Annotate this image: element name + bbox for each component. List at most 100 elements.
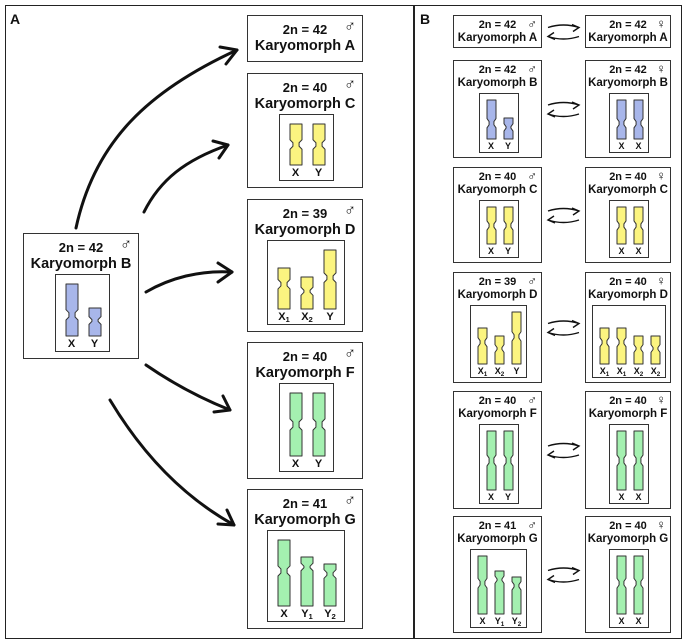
chromosome: [616, 555, 627, 615]
chromosome: [633, 555, 644, 615]
sex-symbol: ♂: [527, 517, 537, 532]
karyomorph-name: Karyomorph C: [457, 184, 538, 196]
chromosome-label: Y: [309, 167, 329, 179]
chromosome-subscript: 2: [517, 621, 522, 628]
chromosome-subscript: 1: [605, 371, 610, 378]
karyomorph-name: Karyomorph B: [588, 77, 668, 89]
chromosome: [650, 335, 661, 365]
sex-symbol: ♂: [344, 345, 356, 362]
chromosome-letter: Y: [504, 141, 511, 151]
panel-b-letter: B: [420, 11, 431, 27]
chromosome-letter: X: [635, 492, 642, 502]
panel-a-letter: A: [10, 11, 21, 27]
chromosome-letter: X: [494, 366, 501, 376]
chromosome-letter: Y: [301, 608, 309, 620]
chromosome-letter: X: [599, 366, 606, 376]
chromosome-subscript: 2: [656, 371, 661, 378]
arrowhead: [546, 450, 556, 459]
chromosome-count: 2n = 40: [282, 80, 328, 95]
conversion-arrow: [142, 143, 230, 214]
chromosome-subscript: 2: [639, 371, 644, 378]
chromosome-label: X: [612, 492, 632, 502]
chromosome-label: X: [286, 458, 306, 470]
karyomorph-name: Karyomorph D: [254, 222, 356, 238]
chromosome: [300, 556, 314, 607]
chromosome-label: X1: [274, 311, 294, 324]
chromosome: [633, 335, 644, 365]
chromosome-label: X: [481, 246, 501, 256]
chromosome: [494, 570, 505, 615]
chromosome-label: Y2: [320, 608, 340, 621]
chromosome: [616, 327, 627, 365]
chromosome-letter: X: [635, 616, 642, 626]
chromosome-letter: Y: [511, 616, 518, 626]
chromosome: [503, 117, 513, 140]
karyomorph-name: Karyomorph A: [588, 32, 668, 44]
arrowhead: [571, 207, 581, 216]
chromosome-subscript: 2: [308, 315, 313, 324]
chromosome-subscript: 2: [500, 371, 505, 378]
chromosome: [616, 206, 627, 245]
sex-symbol: ♀: [656, 392, 666, 407]
karyomorph-name: Karyomorph F: [458, 408, 537, 420]
chromosome: [633, 206, 644, 245]
chromosome: [323, 249, 337, 310]
karyomorph-box: 2n = 42♂Karyomorph A: [247, 15, 363, 62]
conversion-arrow: [74, 48, 239, 230]
chromosome-letter: Y: [314, 167, 323, 179]
sex-symbol: ♀: [656, 168, 666, 183]
sex-symbol: ♂: [527, 168, 537, 183]
karyomorph-name: Karyomorph F: [588, 408, 668, 420]
chromosome-count: 2n = 40: [282, 349, 328, 364]
sex-symbol: ♂: [527, 392, 537, 407]
chromosome-count: 2n = 42: [282, 22, 328, 37]
chromosome: [312, 123, 325, 166]
chromosome: [511, 311, 522, 365]
chromosome-count: 2n = 42: [58, 240, 104, 255]
chromosome-letter: Y: [326, 311, 334, 323]
chromosome-label: X2: [490, 366, 510, 378]
chromosome-label: X2: [646, 366, 666, 378]
arrowhead: [546, 109, 556, 118]
karyomorph-name: Karyomorph B: [30, 256, 132, 272]
arrowhead: [218, 45, 239, 66]
chromosome-letter: X: [280, 608, 288, 620]
sex-symbol: ♂: [120, 236, 132, 253]
chromosome-letter: X: [487, 492, 494, 502]
chromosome-count: 2n = 40: [609, 276, 647, 288]
chromosome-letter: X: [618, 616, 625, 626]
chromosome-count: 2n = 42: [478, 64, 517, 76]
chromosome: [503, 206, 513, 245]
chromosome-label: Y: [85, 338, 105, 350]
chromosome: [633, 430, 644, 491]
chromosome-label: X: [629, 246, 649, 256]
chromosome: [477, 327, 488, 365]
karyomorph-name: Karyomorph D: [588, 289, 668, 301]
chromosome: [277, 539, 291, 607]
chromosome-label: Y: [498, 246, 518, 256]
chromosome-letter: X: [291, 458, 300, 470]
arrowhead: [216, 508, 236, 527]
arrowhead: [571, 101, 581, 110]
chromosome-letter: Y: [90, 338, 99, 350]
chromosome-count: 2n = 40: [478, 395, 517, 407]
chromosome-label: X: [612, 141, 632, 151]
conversion-arrow: [108, 398, 236, 527]
arrowhead: [571, 566, 581, 576]
conversion-arrow: [144, 270, 234, 294]
chromosome: [88, 307, 101, 337]
